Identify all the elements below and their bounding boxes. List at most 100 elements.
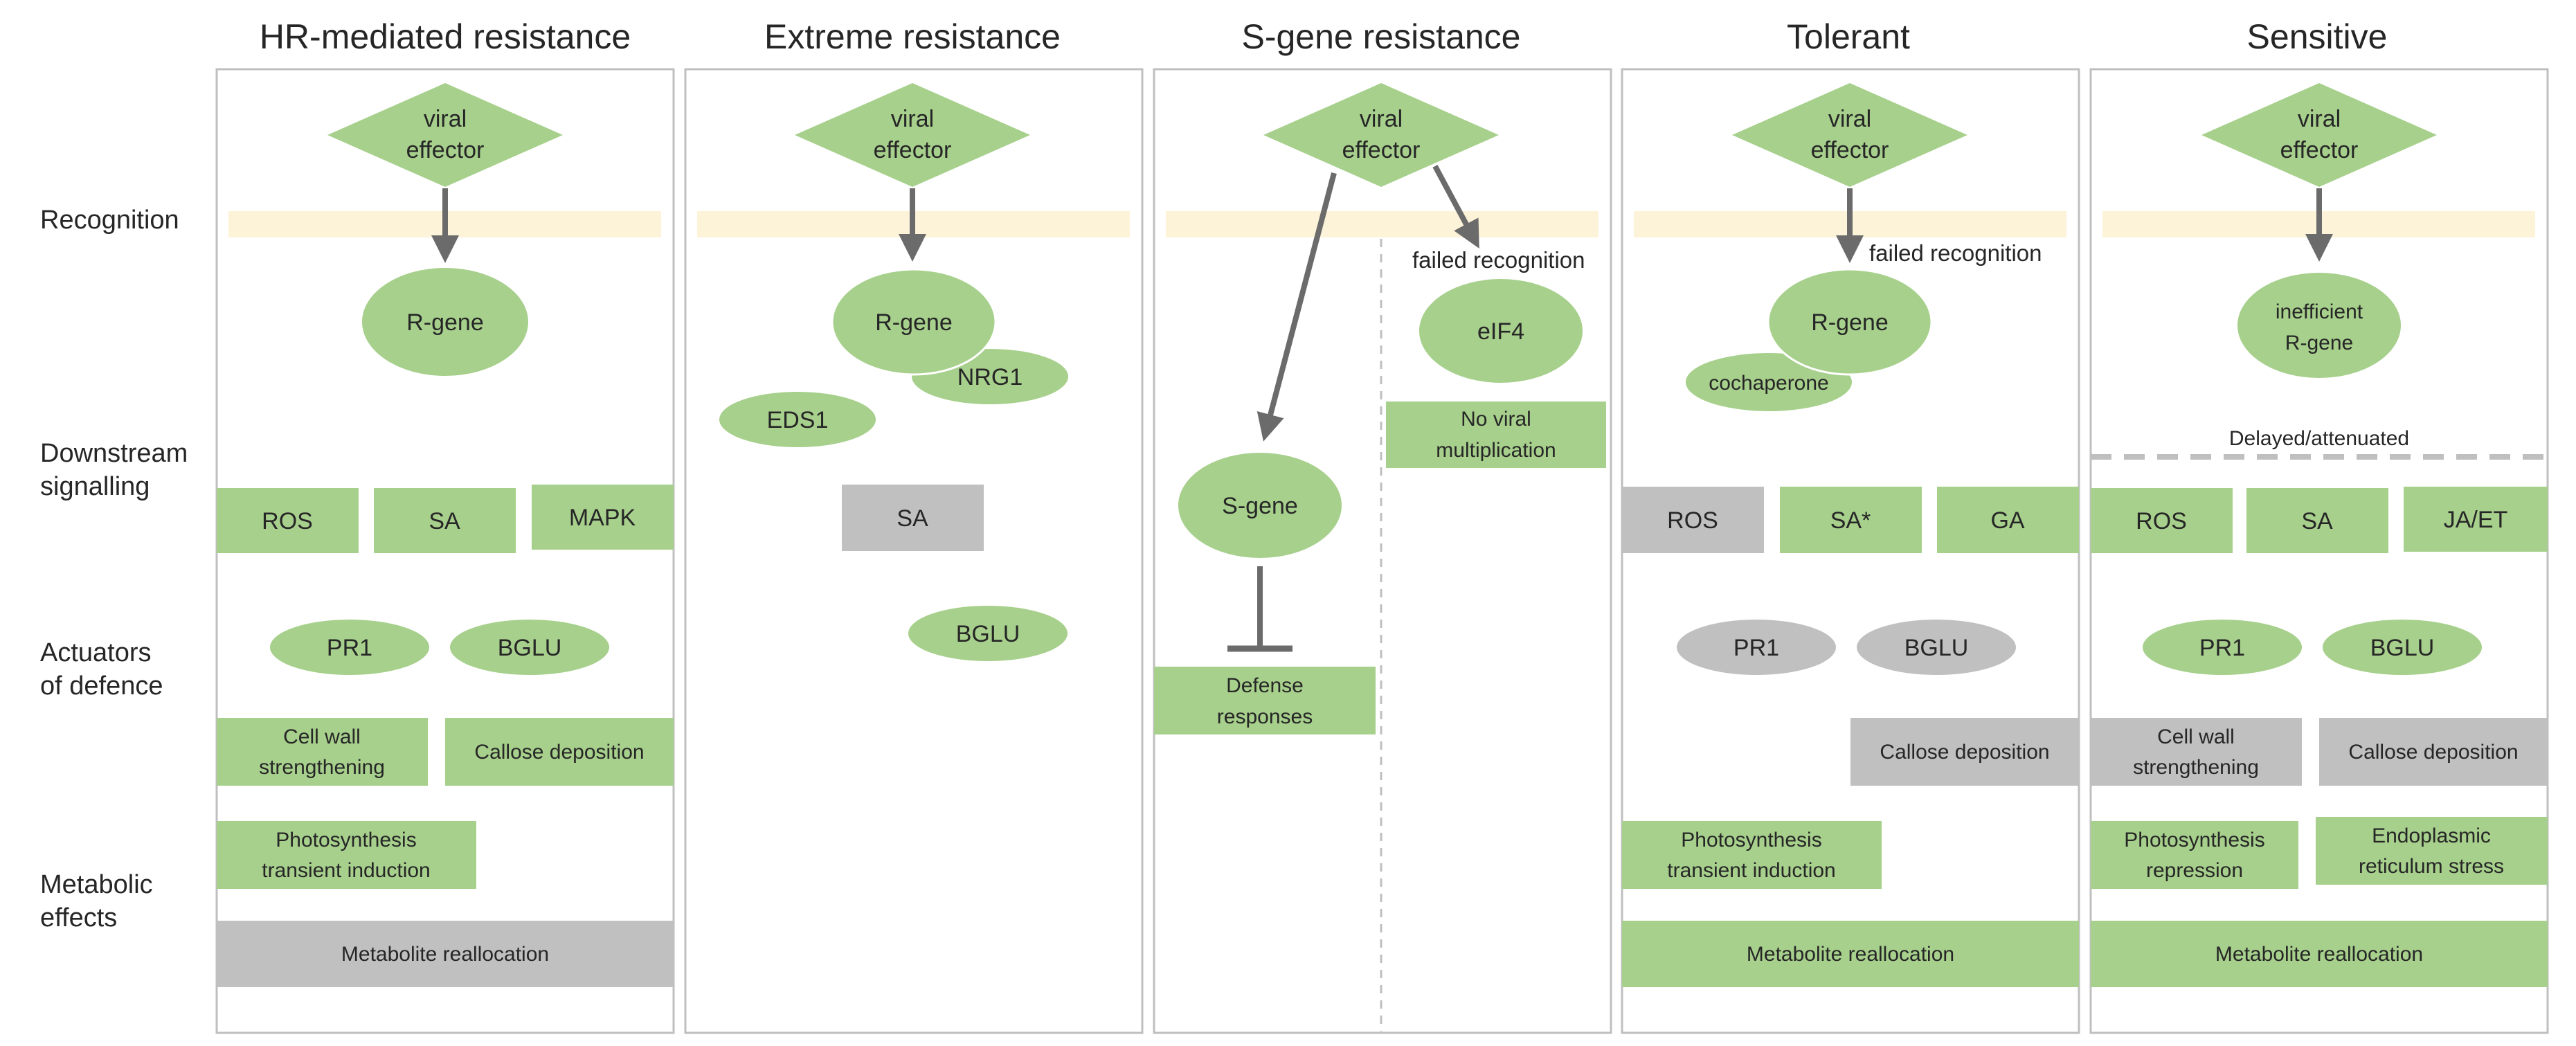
metabolite-label: Metabolite reallocation bbox=[2215, 943, 2423, 966]
bglu-node bbox=[908, 606, 1068, 661]
metabolite-label: Metabolite reallocation bbox=[1747, 943, 1954, 966]
ros-label: ROS bbox=[2136, 508, 2187, 534]
row-label-metabolic: Metabolic bbox=[40, 870, 153, 899]
ga-box bbox=[1937, 487, 2079, 553]
ja-et-label: JA/ET bbox=[2444, 507, 2508, 533]
ros-box bbox=[2091, 488, 2233, 553]
r-gene-node bbox=[831, 268, 997, 376]
cell-wall-label: strengthening bbox=[259, 756, 385, 779]
panel-s-gene-resistance: S-gene resistance viral effector failed … bbox=[1153, 17, 1612, 1034]
sa-label: SA bbox=[2301, 508, 2333, 534]
row-label-effects: effects bbox=[40, 903, 117, 932]
callose-box bbox=[445, 718, 674, 786]
arrow-to-eif4 bbox=[1432, 165, 1479, 249]
row-label-recognition: Recognition bbox=[40, 206, 179, 235]
defense-responses-box bbox=[1154, 667, 1376, 734]
panel-frame bbox=[1153, 68, 1612, 1034]
panel-frame bbox=[684, 68, 1144, 1034]
row-label-of-defence: of defence bbox=[40, 671, 163, 701]
photosynthesis-box bbox=[2091, 821, 2298, 889]
ros-box bbox=[1622, 487, 1764, 553]
er-stress-label: reticulum stress bbox=[2359, 855, 2504, 878]
sa-box bbox=[842, 485, 984, 551]
row-label-signalling: signalling bbox=[40, 472, 150, 501]
panel-extreme-resistance: Extreme resistance viral effector NRG1 R… bbox=[684, 17, 1144, 1034]
bglu-node bbox=[2323, 620, 2482, 675]
ga-label: GA bbox=[1990, 507, 2024, 534]
failed-recognition-note: failed recognition bbox=[1869, 240, 2042, 266]
cell-wall-box bbox=[2091, 718, 2302, 786]
panel-title: Tolerant bbox=[1787, 17, 1910, 56]
panel-tolerant: Tolerant viral effector failed recogniti… bbox=[1621, 17, 2080, 1034]
no-viral-multiplication-box bbox=[1386, 402, 1606, 468]
callose-box bbox=[2319, 718, 2548, 786]
panel-title: S-gene resistance bbox=[1241, 17, 1520, 56]
photosynthesis-label: Photosynthesis bbox=[276, 829, 416, 851]
callose-box bbox=[1850, 718, 2079, 786]
r-gene-node bbox=[1767, 268, 1933, 376]
delayed-attenuated-note: Delayed/attenuated bbox=[2229, 427, 2409, 450]
viral-effector-diamond bbox=[1263, 83, 1499, 187]
viral-effector-diamond bbox=[1732, 83, 1967, 187]
sa-star-label: SA* bbox=[1830, 507, 1871, 534]
row-label-actuators: Actuators bbox=[40, 638, 152, 667]
pr1-label: PR1 bbox=[1733, 635, 1779, 661]
panel-sensitive: Sensitive viral effector inefficient R-g… bbox=[2089, 17, 2549, 1034]
eif4-label: eIF4 bbox=[1477, 318, 1524, 345]
cochaperone-label: cochaperone bbox=[1709, 372, 1828, 395]
row-labels: Recognition Downstream signalling Actuat… bbox=[40, 206, 188, 932]
panel-title: Extreme resistance bbox=[764, 17, 1061, 56]
viral-effector-diamond bbox=[795, 83, 1030, 187]
no-viral-multiplication-label: multiplication bbox=[1436, 439, 1556, 462]
bglu-label: BGLU bbox=[1904, 635, 1969, 661]
metabolite-label: Metabolite reallocation bbox=[341, 943, 549, 966]
photosynthesis-label: transient induction bbox=[262, 859, 431, 882]
defense-responses-label: responses bbox=[1217, 705, 1313, 728]
er-stress-box bbox=[2316, 817, 2548, 885]
photosynthesis-label: Photosynthesis bbox=[2124, 829, 2264, 851]
viral-effector-diamond bbox=[2201, 83, 2437, 187]
viral-effector-label: viral bbox=[2298, 106, 2341, 132]
er-stress-label: Endoplasmic bbox=[2372, 824, 2491, 847]
pr1-node bbox=[2143, 620, 2302, 675]
cell-wall-label: Cell wall bbox=[2157, 725, 2235, 748]
no-viral-multiplication-label: No viral bbox=[1461, 408, 1531, 431]
panel-title: Sensitive bbox=[2247, 17, 2388, 56]
inefficient-r-gene-node bbox=[2237, 273, 2401, 378]
bglu-label: BGLU bbox=[956, 621, 1020, 647]
pr1-label: PR1 bbox=[2199, 635, 2245, 661]
viral-effector-label: viral bbox=[1828, 106, 1871, 132]
metabolite-box bbox=[217, 921, 674, 987]
viral-effector-label: effector bbox=[406, 137, 485, 163]
eds1-label: EDS1 bbox=[767, 407, 829, 433]
viral-effector-label: effector bbox=[874, 137, 952, 163]
metabolite-box bbox=[2091, 921, 2548, 987]
inefficient-r-gene-label: R-gene bbox=[2285, 332, 2353, 354]
arrow-to-s-gene bbox=[1257, 172, 1337, 442]
panel-hr-mediated-resistance: HR-mediated resistance viral effector R-… bbox=[215, 17, 675, 1034]
r-gene-node bbox=[362, 268, 528, 376]
metabolite-box bbox=[1622, 921, 2079, 987]
sa-label: SA bbox=[429, 508, 460, 534]
s-gene-label: S-gene bbox=[1222, 493, 1298, 519]
eif4-node bbox=[1419, 279, 1583, 383]
sa-box bbox=[374, 488, 516, 553]
viral-effector-label: effector bbox=[1342, 137, 1421, 163]
row-label-downstream: Downstream bbox=[40, 439, 188, 468]
ros-label: ROS bbox=[1667, 507, 1718, 534]
r-gene-label: R-gene bbox=[875, 309, 953, 336]
bglu-label: BGLU bbox=[498, 635, 562, 661]
viral-effector-label: viral bbox=[1360, 106, 1403, 132]
inefficient-r-gene-label: inefficient bbox=[2276, 300, 2363, 323]
defense-responses-label: Defense bbox=[1226, 674, 1304, 697]
sa-box bbox=[2246, 488, 2388, 553]
photosynthesis-label: Photosynthesis bbox=[1681, 829, 1821, 851]
eds1-node bbox=[719, 392, 876, 447]
callose-label: Callose deposition bbox=[1880, 741, 2049, 764]
s-gene-node bbox=[1178, 453, 1342, 558]
ros-box bbox=[217, 488, 359, 553]
photosynthesis-label: transient induction bbox=[1667, 859, 1836, 882]
nrg1-label: NRG1 bbox=[957, 364, 1023, 390]
cell-wall-label: strengthening bbox=[2133, 756, 2259, 779]
ros-label: ROS bbox=[262, 508, 313, 534]
